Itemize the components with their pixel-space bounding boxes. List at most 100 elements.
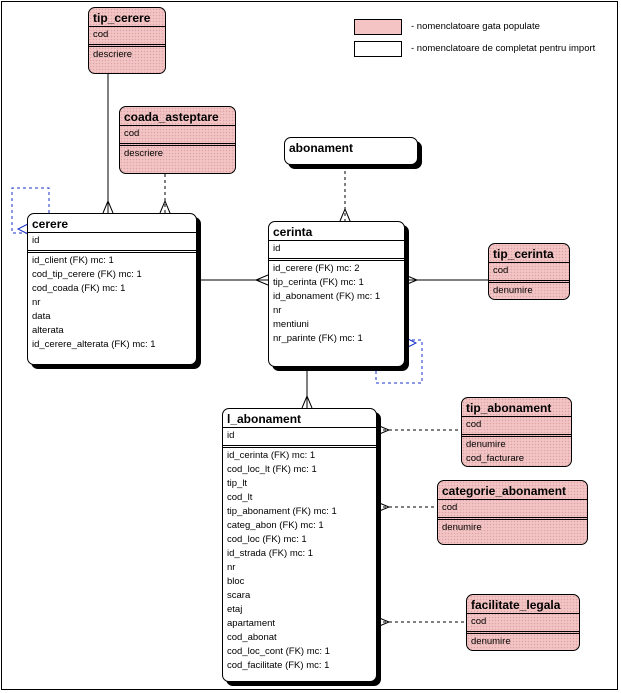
attribute: alterata bbox=[32, 325, 64, 336]
attribute: id_abonament (FK) mc: 1 bbox=[273, 291, 381, 302]
primary-key-section: id bbox=[223, 427, 376, 445]
attribute: scara bbox=[227, 590, 251, 601]
legend-swatch-white bbox=[354, 41, 402, 57]
attribute: data bbox=[32, 311, 51, 322]
attributes-section: denumire bbox=[467, 631, 579, 650]
crowfoot-tip-cerere bbox=[102, 199, 114, 214]
entity-title: tip_cerinta bbox=[493, 247, 554, 261]
key-attribute: id bbox=[227, 430, 235, 441]
attribute: nr bbox=[227, 562, 236, 573]
attribute: id_strada (FK) mc: 1 bbox=[227, 548, 314, 559]
attribute: id_client (FK) mc: 1 bbox=[32, 255, 114, 266]
attributes-section: denumire bbox=[438, 517, 587, 537]
entity-cerere[interactable]: cerere id id_client (FK) mc: 1 cod_tip_cere… bbox=[27, 213, 197, 365]
attributes-section: denumire cod_facturare bbox=[462, 434, 571, 466]
attribute: id_cerere (FK) mc: 2 bbox=[273, 263, 360, 274]
attribute: cod_loc (FK) mc: 1 bbox=[227, 534, 307, 545]
attribute: tip_lt bbox=[227, 478, 248, 489]
attribute: descriere bbox=[124, 148, 164, 159]
attribute: denumire bbox=[466, 439, 506, 450]
attribute: apartament bbox=[227, 618, 276, 629]
attribute: descriere bbox=[93, 49, 133, 60]
key-attribute: id bbox=[32, 235, 40, 246]
primary-key-section: id bbox=[28, 232, 196, 250]
entity-title: tip_abonament bbox=[466, 401, 552, 415]
crowfoot-abonament bbox=[339, 207, 351, 222]
primary-key-section: cod bbox=[120, 125, 235, 143]
attribute: cod_loc_cont (FK) mc: 1 bbox=[227, 646, 330, 657]
attribute: etaj bbox=[227, 604, 243, 615]
primary-key-section: cod bbox=[489, 262, 569, 280]
crowfoot-cerinta-labonament bbox=[301, 394, 313, 409]
primary-key-section: cod bbox=[438, 499, 587, 517]
key-attribute: id bbox=[273, 243, 281, 254]
attribute: cod_facturare bbox=[466, 453, 525, 464]
self-crowfoot-cerinta bbox=[405, 337, 418, 349]
attribute: bloc bbox=[227, 576, 245, 587]
self-rel-cerinta bbox=[375, 339, 423, 384]
attribute: denumire bbox=[471, 636, 511, 647]
primary-key-section: id bbox=[269, 240, 404, 258]
attribute: cod_loc_lt (FK) mc: 1 bbox=[227, 464, 317, 475]
crowfoot-tip-abonament bbox=[376, 424, 391, 436]
entity-title: facilitate_legala bbox=[471, 598, 561, 612]
attributes-section: denumire bbox=[489, 280, 569, 299]
attribute: nr_parinte (FK) mc: 1 bbox=[273, 333, 363, 344]
primary-key-section: cod bbox=[467, 613, 579, 631]
attributes-section: id_cerere (FK) mc: 2 tip_cerinta (FK) mc:… bbox=[269, 258, 404, 348]
primary-key-section: cod bbox=[89, 26, 165, 44]
crowfoot-cerere-cerinta bbox=[254, 274, 269, 286]
attribute: cod_lt bbox=[227, 492, 253, 503]
self-crowfoot-cerere bbox=[16, 223, 29, 235]
crowfoot-coada bbox=[159, 199, 171, 214]
attribute: cod_abonat bbox=[227, 632, 277, 643]
entity-cerinta[interactable]: cerinta id id_cerere (FK) mc: 2 tip_cerinta… bbox=[268, 221, 405, 367]
crowfoot-categorie bbox=[376, 501, 391, 513]
attribute: categ_abon (FK) mc: 1 bbox=[227, 520, 324, 531]
entity-title: l_abonament bbox=[227, 412, 302, 426]
attribute: cod_facilitate (FK) mc: 1 bbox=[227, 660, 330, 671]
crowfoot-facilitate bbox=[376, 616, 391, 628]
entity-title: abonament bbox=[289, 141, 354, 155]
self-rel-cerere bbox=[11, 187, 50, 234]
attribute: cod_coada (FK) mc: 1 bbox=[32, 283, 126, 294]
key-attribute: cod bbox=[124, 128, 140, 139]
attribute: tip_abonament (FK) mc: 1 bbox=[227, 506, 337, 517]
crowfoot-tip-cerinta bbox=[404, 274, 419, 286]
attribute: denumire bbox=[493, 285, 533, 296]
attribute: mentiuni bbox=[273, 319, 309, 330]
legend-text-to-complete: - nomenclatoare de completat pentru impo… bbox=[411, 43, 596, 54]
legend-swatch-pink bbox=[354, 19, 402, 35]
key-attribute: cod bbox=[466, 419, 482, 430]
entity-title: coada_asteptare bbox=[124, 110, 219, 124]
key-attribute: cod bbox=[93, 29, 109, 40]
attribute: nr bbox=[273, 305, 282, 316]
attributes-section: id_client (FK) mc: 1 cod_tip_cerere (FK) … bbox=[28, 250, 196, 354]
entity-title: categorie_abonament bbox=[442, 484, 567, 498]
key-attribute: cod bbox=[471, 616, 487, 627]
key-attribute: cod bbox=[493, 265, 509, 276]
entity-title: tip_cerere bbox=[93, 11, 151, 25]
attribute: cod_tip_cerere (FK) mc: 1 bbox=[32, 269, 142, 280]
attributes-section: descriere bbox=[89, 44, 165, 64]
entity-abonament[interactable]: abonament bbox=[284, 137, 418, 165]
attribute: id_cerere_alterata (FK) mc: 1 bbox=[32, 339, 156, 350]
entity-title: cerinta bbox=[273, 225, 313, 239]
primary-key-section: cod bbox=[462, 416, 571, 434]
attribute: nr bbox=[32, 297, 41, 308]
attribute: tip_cerinta (FK) mc: 1 bbox=[273, 277, 364, 288]
attribute: denumire bbox=[442, 522, 482, 533]
entity-title: cerere bbox=[32, 217, 69, 231]
key-attribute: cod bbox=[442, 502, 458, 513]
attribute: id_cerinta (FK) mc: 1 bbox=[227, 450, 316, 461]
